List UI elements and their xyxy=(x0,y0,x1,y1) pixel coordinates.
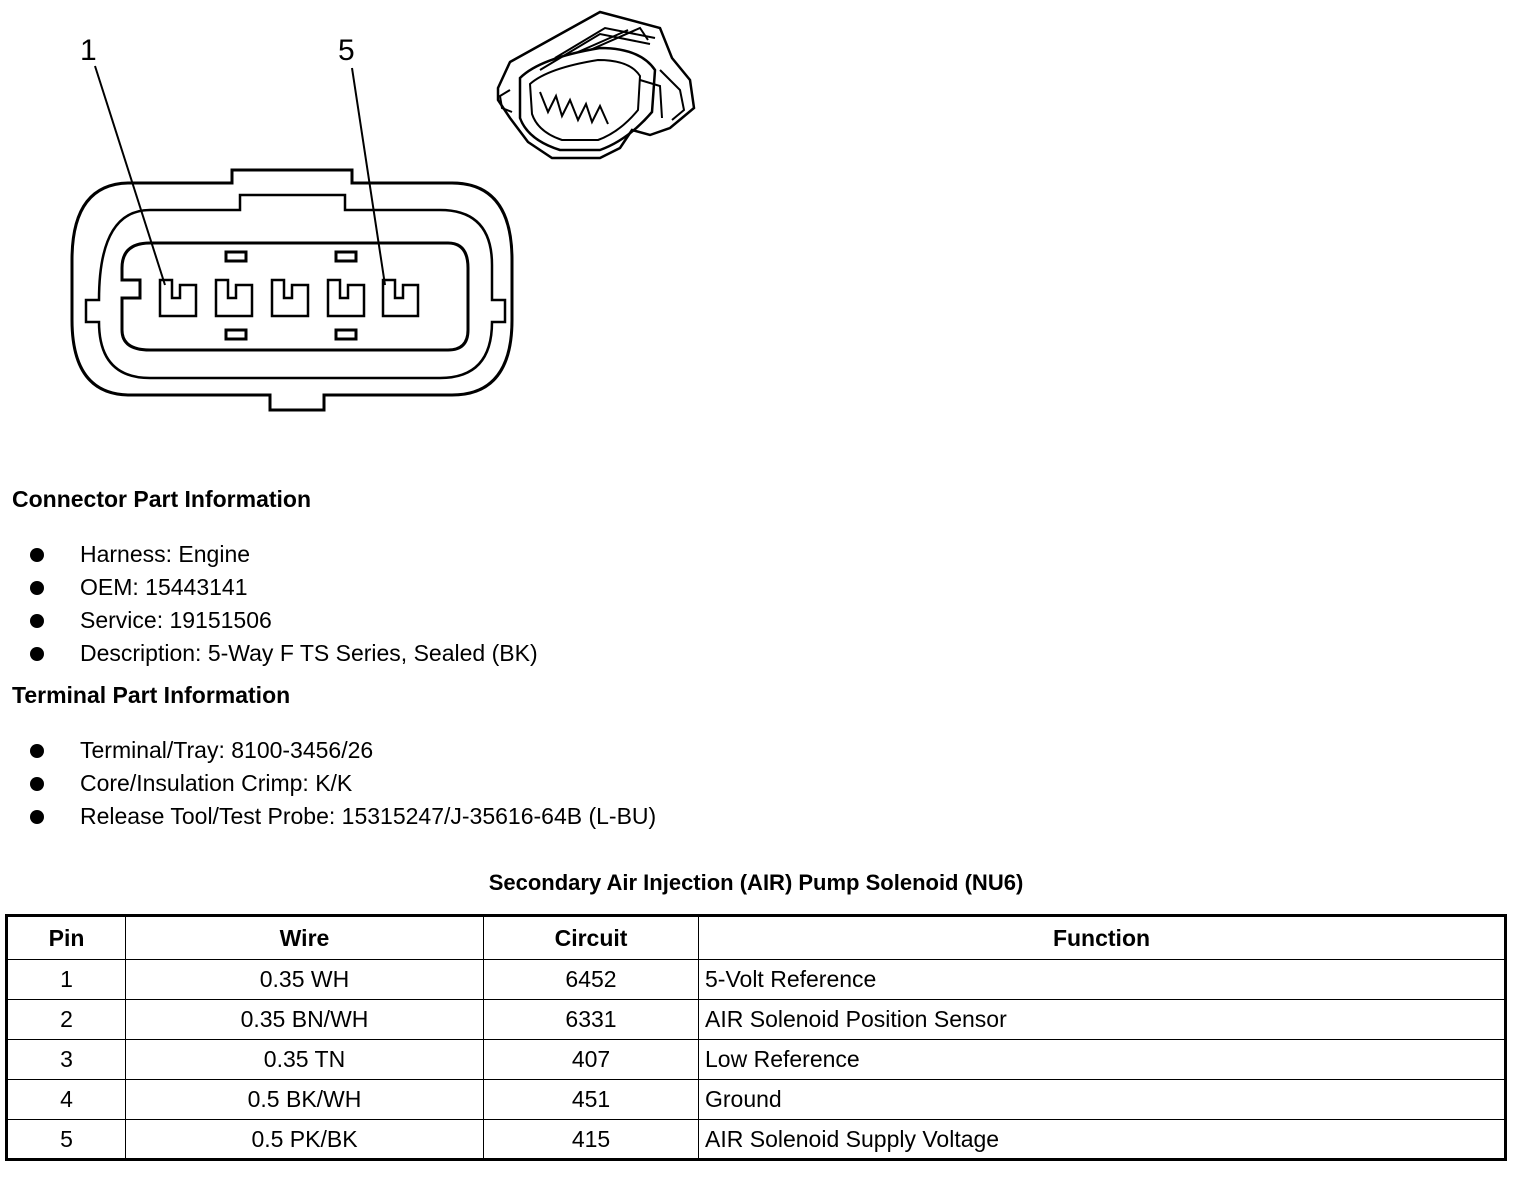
terminal-pin-3 xyxy=(270,278,310,318)
function-cell: Ground xyxy=(698,1079,1506,1120)
pin-cell: 5 xyxy=(6,1119,126,1160)
wire-cell: 0.35 TN xyxy=(125,1039,484,1080)
bullet-icon xyxy=(30,581,44,595)
callout-leader-5 xyxy=(351,67,386,286)
wire-cell: 0.5 PK/BK xyxy=(125,1119,484,1160)
circuit-cell: 407 xyxy=(483,1039,699,1080)
key-slot xyxy=(224,250,248,263)
bullet-icon xyxy=(30,647,44,661)
column-header-pin: Pin xyxy=(6,915,126,960)
column-header-wire: Wire xyxy=(125,915,484,960)
list-item: Harness: Engine xyxy=(30,538,538,571)
table-title: Secondary Air Injection (AIR) Pump Solen… xyxy=(488,870,1024,895)
pin-cell: 4 xyxy=(6,1079,126,1120)
column-header-function: Function xyxy=(698,915,1506,960)
list-item: Terminal/Tray: 8100-3456/26 xyxy=(30,734,656,767)
connector-diagram: 1 5 xyxy=(70,10,696,412)
function-cell: 5-Volt Reference xyxy=(698,959,1506,1000)
bullet-icon xyxy=(30,777,44,791)
connector-seal-ring xyxy=(84,193,507,380)
pin-cell: 2 xyxy=(6,999,126,1040)
circuit-cell: 6452 xyxy=(483,959,699,1000)
bullet-icon xyxy=(30,810,44,824)
connector-part-info-list: Harness: Engine OEM: 15443141 Service: 1… xyxy=(30,538,538,670)
terminal-part-info-heading: Terminal Part Information xyxy=(12,682,291,708)
function-cell: AIR Solenoid Position Sensor xyxy=(698,999,1506,1040)
table-row: 3 0.35 TN 407 Low Reference xyxy=(6,1039,1506,1080)
connector-3d-illustration xyxy=(496,10,696,160)
terminal-pin-2 xyxy=(214,278,254,318)
terminal-pin-4 xyxy=(326,278,366,318)
table-header-row: Pin Wire Circuit Function xyxy=(6,915,1506,960)
table-row: 2 0.35 BN/WH 6331 AIR Solenoid Position … xyxy=(6,999,1506,1040)
function-cell: AIR Solenoid Supply Voltage xyxy=(698,1119,1506,1160)
terminal-pin-5 xyxy=(381,278,420,318)
table-row: 4 0.5 BK/WH 451 Ground xyxy=(6,1079,1506,1120)
bullet-icon xyxy=(30,744,44,758)
list-item: Description: 5-Way F TS Series, Sealed (… xyxy=(30,637,538,670)
key-slot xyxy=(224,328,248,341)
pinout-table: Pin Wire Circuit Function 1 0.35 WH 6452… xyxy=(5,914,1507,1161)
terminal-pins xyxy=(158,278,420,318)
wire-cell: 0.35 WH xyxy=(125,959,484,1000)
circuit-cell: 415 xyxy=(483,1119,699,1160)
connector-part-info-heading: Connector Part Information xyxy=(12,486,312,512)
callout-label-5: 5 xyxy=(338,34,355,67)
terminal-part-info-list: Terminal/Tray: 8100-3456/26 Core/Insulat… xyxy=(30,734,656,833)
wire-cell: 0.35 BN/WH xyxy=(125,999,484,1040)
list-item: Service: 19151506 xyxy=(30,604,538,637)
callout-label-1: 1 xyxy=(80,34,97,67)
terminal-cavity xyxy=(120,241,470,352)
list-item: Core/Insulation Crimp: K/K xyxy=(30,767,656,800)
circuit-cell: 6331 xyxy=(483,999,699,1040)
table-row: 5 0.5 PK/BK 415 AIR Solenoid Supply Volt… xyxy=(6,1119,1506,1160)
function-cell: Low Reference xyxy=(698,1039,1506,1080)
pin-cell: 1 xyxy=(6,959,126,1000)
connector-outer-housing xyxy=(70,168,514,412)
column-header-circuit: Circuit xyxy=(483,915,699,960)
bullet-icon xyxy=(30,548,44,562)
table-row: 1 0.35 WH 6452 5-Volt Reference xyxy=(6,959,1506,1000)
list-item: Release Tool/Test Probe: 15315247/J-3561… xyxy=(30,800,656,833)
wire-cell: 0.5 BK/WH xyxy=(125,1079,484,1120)
bullet-icon xyxy=(30,614,44,628)
key-slot xyxy=(334,250,358,263)
list-item: OEM: 15443141 xyxy=(30,571,538,604)
circuit-cell: 451 xyxy=(483,1079,699,1120)
terminal-pin-1 xyxy=(158,278,198,318)
key-slot xyxy=(334,328,358,341)
pin-cell: 3 xyxy=(6,1039,126,1080)
callout-leader-1 xyxy=(94,65,166,286)
